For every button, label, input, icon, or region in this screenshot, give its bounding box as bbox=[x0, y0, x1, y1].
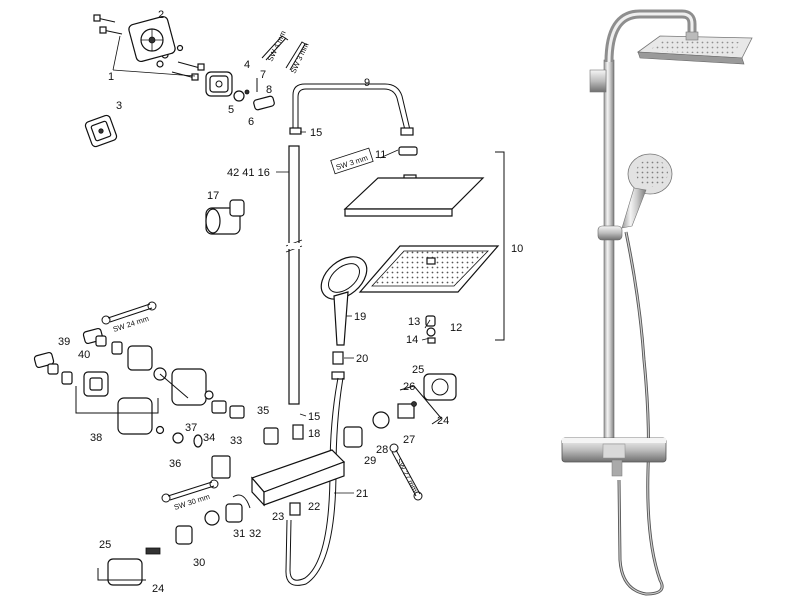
callout-9: 9 bbox=[364, 77, 370, 89]
slider-photo bbox=[597, 225, 623, 241]
callout-2: 2 bbox=[158, 9, 164, 21]
thermostat-photo bbox=[561, 437, 667, 477]
inlet-connectors bbox=[33, 327, 123, 385]
tool-label-sw24: SW 24 mm bbox=[112, 314, 150, 334]
callout-38: 38 bbox=[90, 432, 102, 444]
spanners bbox=[101, 301, 423, 503]
callout-4: 4 bbox=[244, 59, 250, 71]
callout-31: 31 bbox=[233, 528, 245, 540]
callout-7: 7 bbox=[260, 69, 266, 81]
callout-8: 8 bbox=[266, 84, 272, 96]
callout-24-right: 24 bbox=[437, 415, 449, 427]
hand-shower bbox=[320, 256, 368, 380]
callout-30: 30 bbox=[193, 557, 205, 569]
riser-pipe bbox=[603, 59, 615, 449]
callout-25-right: 25 bbox=[412, 364, 424, 376]
callout-11: 11 bbox=[375, 149, 386, 161]
right-valve-parts bbox=[343, 373, 457, 448]
callout-17: 17 bbox=[207, 190, 219, 202]
callout-6: 6 bbox=[248, 116, 254, 128]
shower-arm bbox=[289, 83, 414, 136]
callout-3: 3 bbox=[116, 100, 122, 112]
callout-26: 26 bbox=[403, 381, 415, 393]
shower-hose bbox=[289, 377, 339, 581]
callout-14: 14 bbox=[406, 334, 418, 346]
callout-10: 10 bbox=[511, 243, 523, 255]
overhead-shower-photo bbox=[636, 31, 753, 65]
callout-29: 29 bbox=[364, 455, 376, 467]
hand-shower-photo bbox=[621, 153, 673, 229]
rail-cover bbox=[205, 71, 233, 97]
allen-keys bbox=[261, 35, 308, 71]
callout-20: 20 bbox=[356, 353, 368, 365]
callout-34: 34 bbox=[203, 432, 215, 444]
callout-15-top: 15 bbox=[310, 127, 322, 139]
product-photo bbox=[561, 9, 753, 596]
overhead-shower bbox=[343, 146, 505, 341]
callout-labels: 1 2 3 4 5 6 7 8 9 10 11 12 13 14 15 15 4… bbox=[58, 9, 523, 595]
tool-label-sw3-mid: SW 3 mm bbox=[335, 153, 369, 172]
hose-photo bbox=[617, 231, 664, 596]
callout-42-41-16: 42 41 16 bbox=[227, 167, 270, 179]
left-valve-parts bbox=[75, 345, 279, 479]
mounting-bracket bbox=[84, 114, 118, 148]
holder-pin bbox=[233, 78, 275, 111]
thermostat-body bbox=[250, 424, 346, 516]
callout-28: 28 bbox=[376, 444, 388, 456]
callout-15-bottom: 15 bbox=[308, 411, 320, 423]
callout-13: 13 bbox=[408, 316, 420, 328]
callout-39: 39 bbox=[58, 336, 70, 348]
callout-21: 21 bbox=[356, 488, 368, 500]
callout-18: 18 bbox=[308, 428, 320, 440]
tool-label-sw4: SW 4 mm bbox=[266, 29, 288, 63]
bottom-valve-parts bbox=[97, 494, 251, 586]
callout-37: 37 bbox=[185, 422, 197, 434]
wall-mount-plate bbox=[128, 15, 176, 63]
callout-24-bottom: 24 bbox=[152, 583, 164, 595]
shower-rail bbox=[285, 145, 303, 405]
callout-23: 23 bbox=[272, 511, 284, 523]
callout-12: 12 bbox=[450, 322, 462, 334]
callout-33: 33 bbox=[230, 435, 242, 447]
callout-40: 40 bbox=[78, 349, 90, 361]
callout-35: 35 bbox=[257, 405, 269, 417]
callout-5: 5 bbox=[228, 104, 234, 116]
tool-label-sw30: SW 30 mm bbox=[173, 492, 211, 512]
hand-shower-holder bbox=[205, 199, 245, 235]
callout-19: 19 bbox=[354, 311, 366, 323]
callout-27: 27 bbox=[403, 434, 415, 446]
callout-32: 32 bbox=[249, 528, 261, 540]
callout-22: 22 bbox=[308, 501, 320, 513]
callout-25-bottom: 25 bbox=[99, 539, 111, 551]
callout-1: 1 bbox=[108, 71, 114, 83]
wall-bracket-photo bbox=[589, 69, 607, 93]
callout-36: 36 bbox=[169, 458, 181, 470]
tool-label-sw27: SW 27 mm bbox=[394, 457, 419, 494]
